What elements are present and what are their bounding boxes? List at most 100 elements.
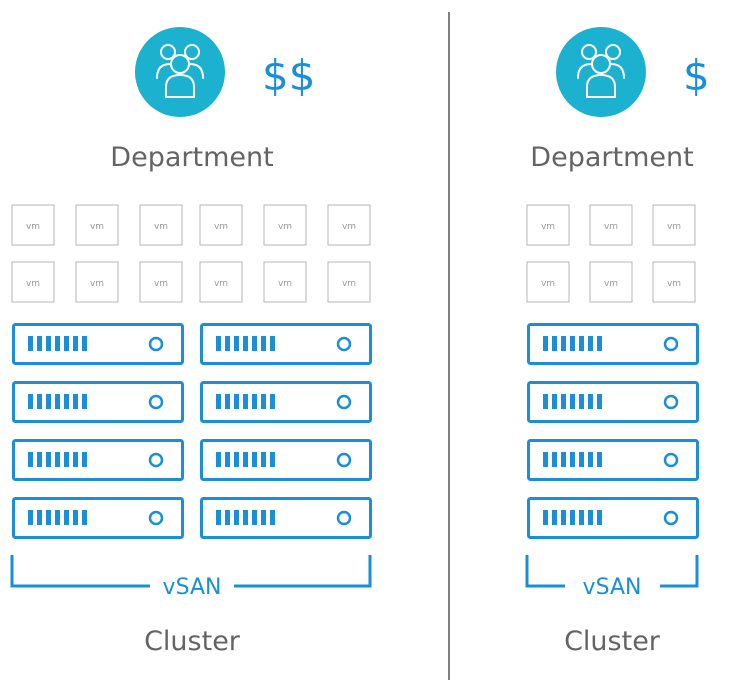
drive-bay [55,336,60,351]
drive-bay [579,394,584,409]
people-group-icon [556,27,646,117]
drive-bay [234,336,239,351]
vm-label: vm [90,222,104,232]
vm-label: vm [604,279,618,289]
drive-bay [64,336,69,351]
drive-bay [543,510,548,525]
drive-bay [597,452,602,467]
drive-bay [252,452,257,467]
drive-bay [64,394,69,409]
drive-bay [252,394,257,409]
drive-bay [216,452,221,467]
drive-bay [37,510,42,525]
drive-bay [552,336,557,351]
drive-bay [46,510,51,525]
department-label: Department [530,142,693,173]
vm-label: vm [154,222,168,232]
server-unit [527,439,699,481]
vm-box: vm [526,204,570,246]
drive-bay [73,336,78,351]
drive-bay [216,336,221,351]
drive-bay [579,510,584,525]
drive-bay [552,452,557,467]
power-led-icon [148,336,164,352]
drive-bay [588,452,593,467]
power-led-icon [663,452,679,468]
drive-bay [561,394,566,409]
power-led-icon [663,336,679,352]
vm-label: vm [214,222,228,232]
vsan-bracket [10,555,372,588]
drive-bay [570,394,575,409]
vm-box: vm [139,204,183,246]
drive-bay [252,336,257,351]
drive-bay [552,510,557,525]
drive-bay [46,452,51,467]
drive-bay [579,452,584,467]
server-unit [12,439,184,481]
power-led-icon [663,510,679,526]
drive-bay [37,452,42,467]
vsan-label: vSAN [583,575,642,600]
drive-bay [579,336,584,351]
vm-label: vm [604,222,618,232]
vm-box: vm [263,261,307,303]
vm-label: vm [541,279,555,289]
server-unit [527,497,699,539]
drive-bay [225,394,230,409]
drive-bay [225,452,230,467]
server-unit [527,323,699,365]
drive-bay [82,336,87,351]
server-unit [527,381,699,423]
vm-box: vm [327,261,371,303]
drive-bay [261,336,266,351]
power-led-icon [148,452,164,468]
server-rack [12,323,372,539]
power-led-icon [336,510,352,526]
drive-bay [82,394,87,409]
vm-box: vm [11,204,55,246]
vm-label: vm [541,222,555,232]
drive-bay [55,394,60,409]
cost-indicator: $$ [262,51,315,100]
power-led-icon [336,394,352,410]
drive-bay [46,336,51,351]
drive-bay [561,510,566,525]
vm-label: vm [278,279,292,289]
vsan-label: vSAN [163,575,222,600]
drive-bay [37,336,42,351]
power-led-icon [336,336,352,352]
vm-box: vm [526,261,570,303]
drive-bay [570,452,575,467]
drive-bay [243,452,248,467]
drive-bay [543,452,548,467]
power-led-icon [148,394,164,410]
vm-box: vm [199,204,243,246]
drive-bay [73,452,78,467]
drive-bay [73,394,78,409]
department-label: Department [110,142,273,173]
vm-box: vm [652,204,696,246]
vsan-bracket [525,555,699,588]
drive-bay [243,336,248,351]
drive-bay [270,510,275,525]
drive-bay [543,336,548,351]
vm-label: vm [667,222,681,232]
vm-box: vm [75,261,119,303]
drive-bay [28,394,33,409]
cluster-label: Cluster [564,626,661,657]
drive-bay [73,510,78,525]
drive-bay [64,510,69,525]
server-unit [200,497,372,539]
server-unit [12,381,184,423]
drive-bay [37,394,42,409]
drive-bay [261,394,266,409]
drive-bay [261,510,266,525]
vm-label: vm [154,279,168,289]
vm-box: vm [263,204,307,246]
drive-bay [597,394,602,409]
